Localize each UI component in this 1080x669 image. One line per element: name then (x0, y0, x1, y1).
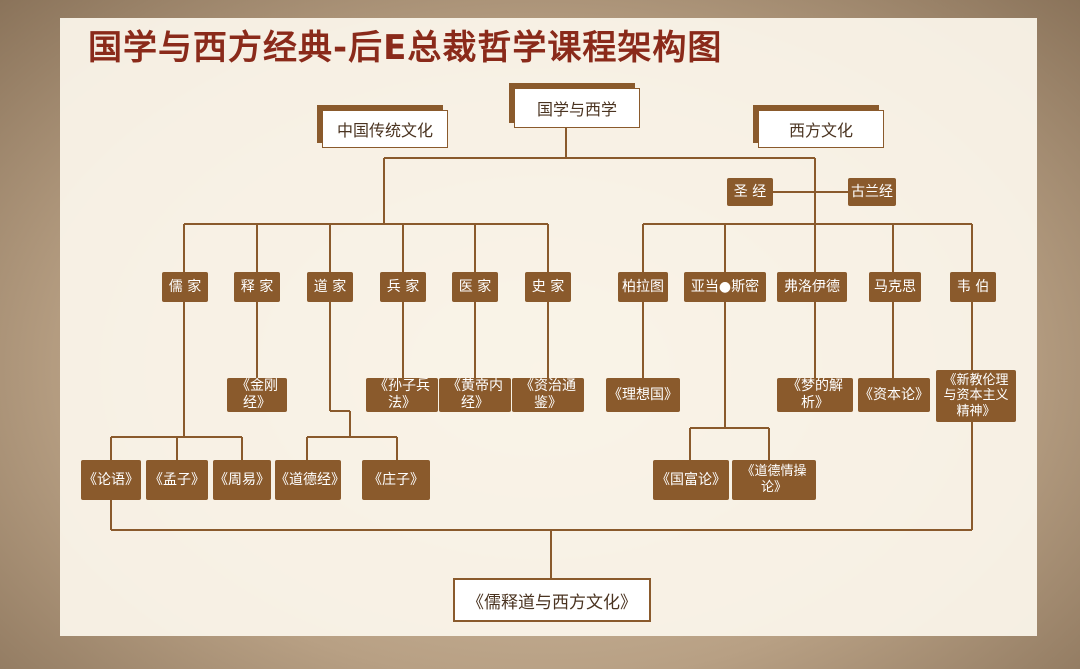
thinker-adam-smith: 亚当●斯密 (684, 272, 766, 302)
page-title: 国学与西方经典-后E总裁哲学课程架构图 (88, 28, 723, 68)
school-confucian: 儒 家 (162, 272, 208, 302)
thinker-plato: 柏拉图 (618, 272, 668, 302)
thinker-marx: 马克思 (869, 272, 921, 302)
school-medicine: 医 家 (452, 272, 498, 302)
book-analects: 《论语》 (81, 460, 141, 500)
book-mencius: 《孟子》 (146, 460, 208, 500)
chinese-culture-node: 中国传统文化 (322, 110, 448, 148)
book-republic: 《理想国》 (606, 378, 680, 412)
thinker-freud: 弗洛伊德 (777, 272, 847, 302)
quran-node: 古兰经 (848, 178, 896, 206)
western-culture-node: 西方文化 (758, 110, 884, 148)
book-moral-sentiments: 《道德情操论》 (732, 460, 816, 500)
thinker-weber: 韦 伯 (950, 272, 996, 302)
bottom-course-node: 《儒释道与西方文化》 (453, 578, 651, 622)
book-daodejing: 《道德经》 (275, 460, 345, 500)
book-zizhi-tongjian: 《资治通鉴》 (512, 378, 584, 412)
book-capital: 《资本论》 (858, 378, 930, 412)
school-history: 史 家 (525, 272, 571, 302)
root-node: 国学与西学 (514, 88, 640, 128)
book-zhouyi: 《周易》 (213, 460, 271, 500)
book-wealth-of-nations: 《国富论》 (653, 460, 729, 500)
school-military: 兵 家 (380, 272, 426, 302)
book-diamond-sutra: 《金刚经》 (227, 378, 287, 412)
book-dreams: 《梦的解析》 (777, 378, 853, 412)
book-art-of-war: 《孙子兵法》 (366, 378, 438, 412)
book-protestant-ethic: 《新教伦理与资本主义精神》 (936, 370, 1016, 422)
book-zhuangzi: 《庄子》 (362, 460, 430, 500)
school-taoist: 道 家 (307, 272, 353, 302)
bible-node: 圣 经 (727, 178, 773, 206)
book-huangdi-neijing: 《黄帝内经》 (439, 378, 511, 412)
school-buddhist: 释 家 (234, 272, 280, 302)
